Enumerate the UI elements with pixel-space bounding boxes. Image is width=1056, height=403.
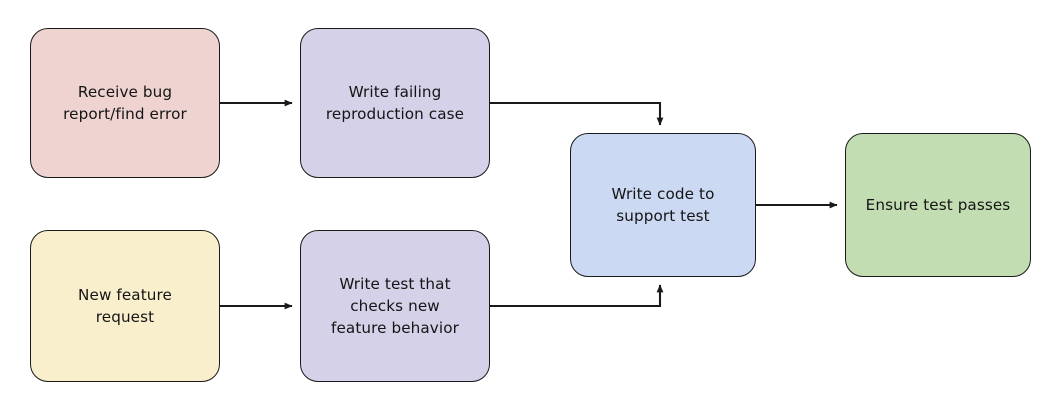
- node-label: Ensure test passes: [865, 195, 1011, 214]
- node-label: Write failing reproduction case: [325, 82, 465, 123]
- node-new-feature-request[interactable]: New feature request: [30, 230, 220, 382]
- node-write-code-to-support-test[interactable]: Write code to support test: [570, 133, 756, 277]
- node-write-failing-reproduction-case[interactable]: Write failing reproduction case: [300, 28, 490, 178]
- node-write-test-checks-new-feature[interactable]: Write test that checks new feature behav…: [300, 230, 490, 382]
- node-label: Write test that checks new feature behav…: [331, 274, 459, 338]
- edge-write-test-to-write-code: [490, 284, 664, 308]
- node-label: Receive bug report/find error: [63, 82, 187, 123]
- node-label: New feature request: [78, 285, 172, 326]
- node-label: Write code to support test: [611, 184, 715, 225]
- edge-failing-case-to-write-code: [490, 101, 664, 126]
- node-ensure-test-passes[interactable]: Ensure test passes: [845, 133, 1031, 277]
- node-receive-bug-report[interactable]: Receive bug report/find error: [30, 28, 220, 178]
